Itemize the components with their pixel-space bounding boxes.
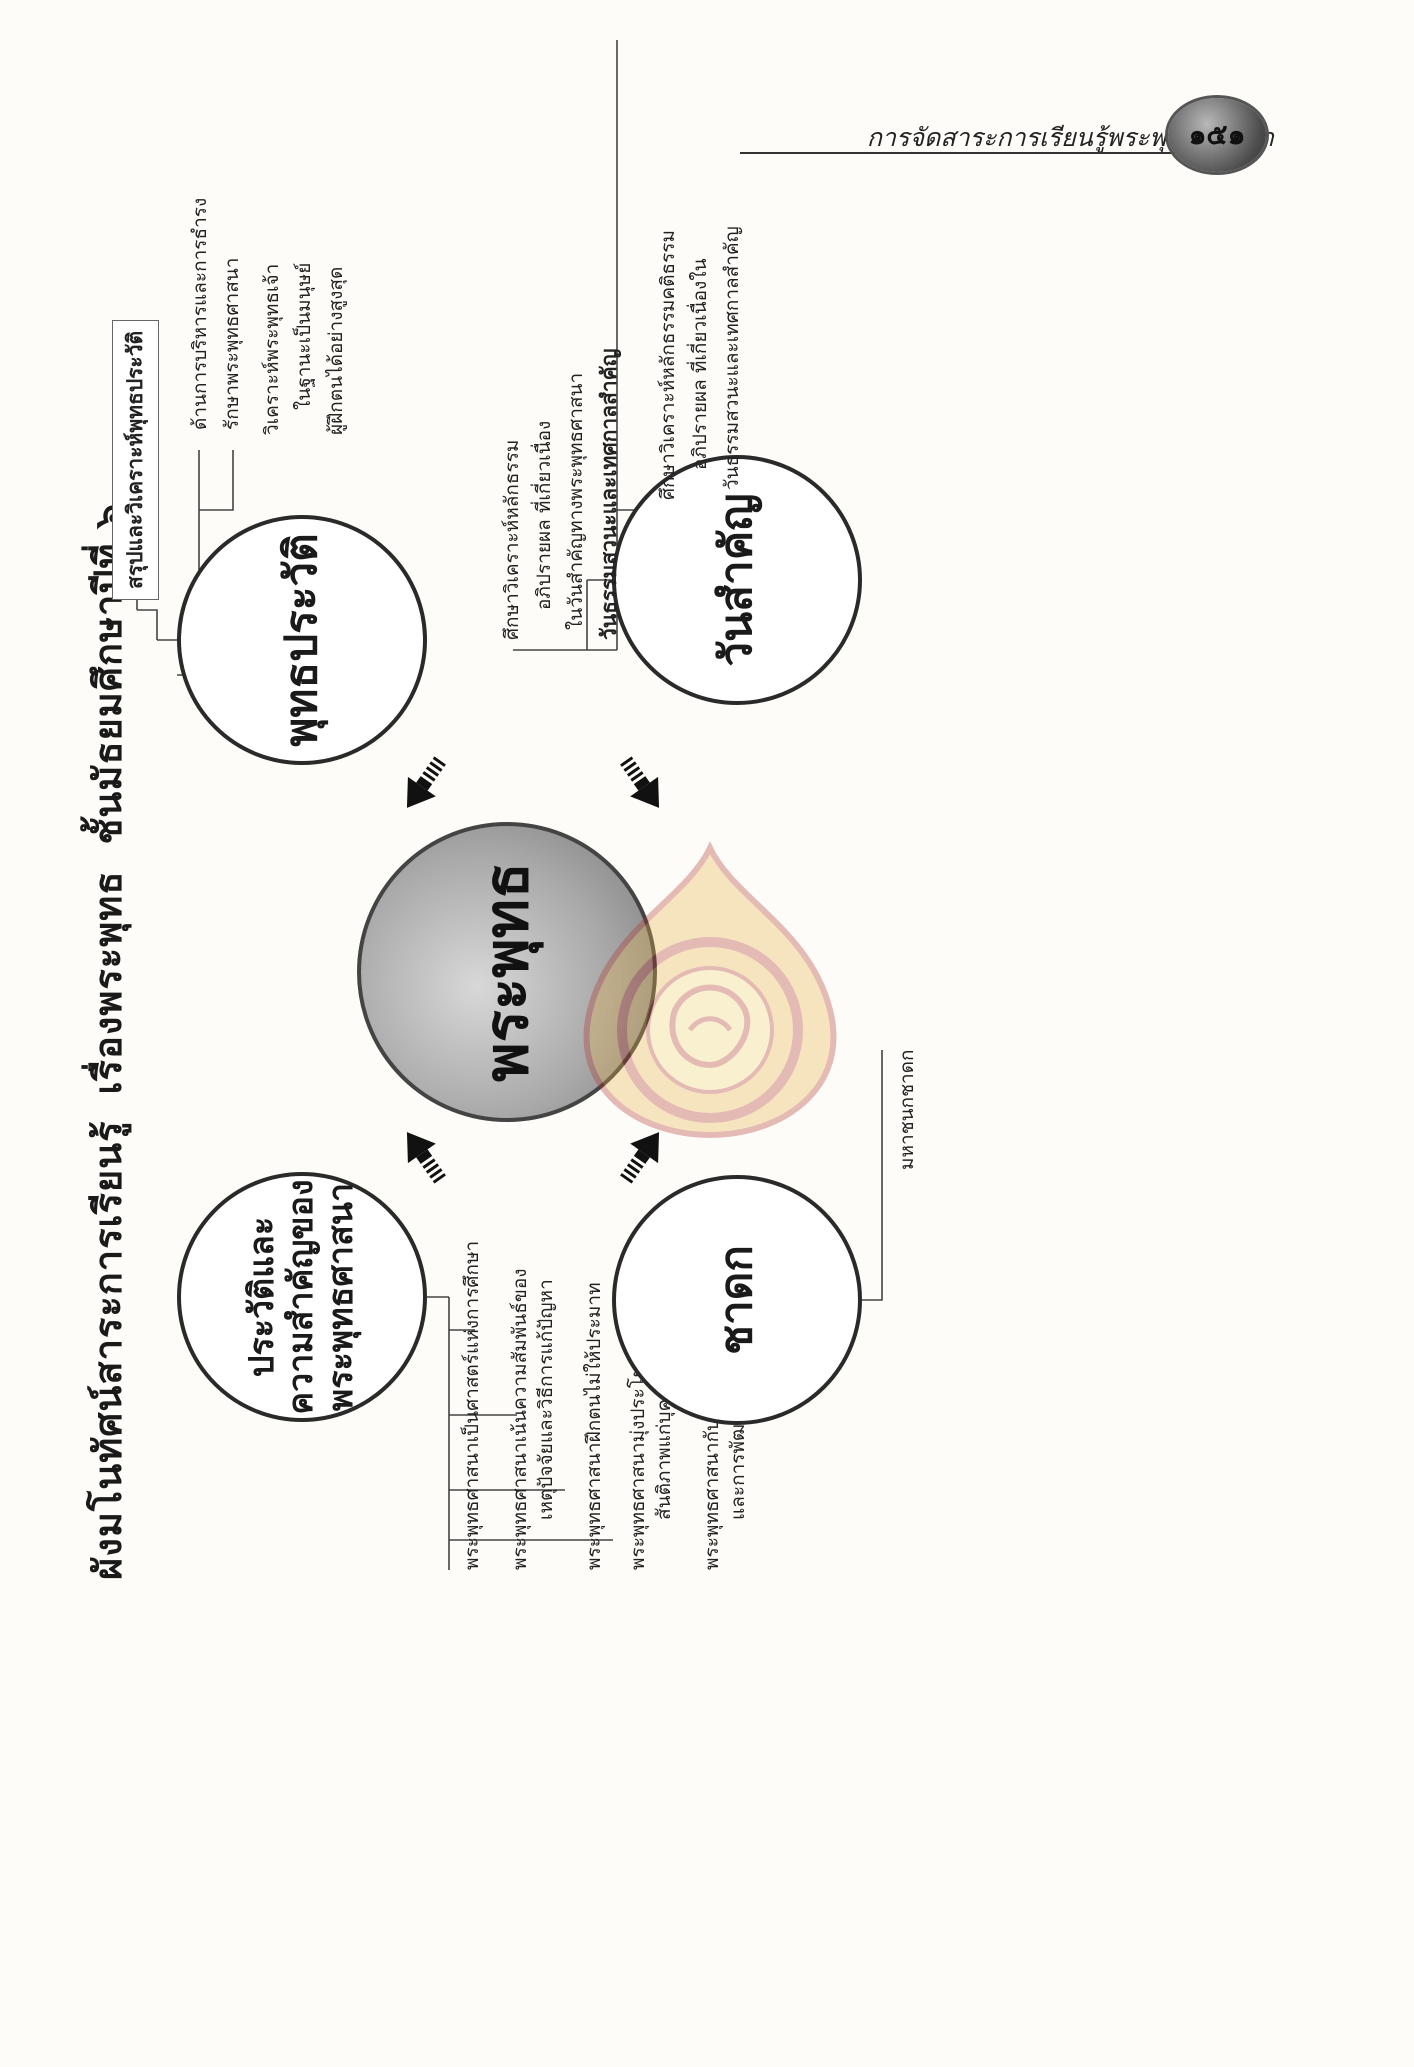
arrow-biography-to-center (389, 748, 458, 821)
biography-item-2: วิเคราะห์พระพุทธเจ้า (261, 263, 283, 435)
days-item-1: ศึกษาวิเคราะห์หลักธรรม (501, 439, 523, 640)
page-number-badge: ๑๕๑ (1168, 98, 1266, 172)
title-part-2: เรื่องพระพุทธ (85, 870, 130, 1095)
arrow-history-to-center (389, 1118, 458, 1191)
biography-label: พุทธประวัติ (275, 533, 327, 747)
center-topic-bubble: พระพุทธ (357, 822, 657, 1122)
days-item-1-cont2: ในวันสำคัญทางพระพุทธศาสนา (565, 372, 587, 630)
header-rule (740, 152, 1250, 154)
concept-map: ผังมโนทัศน์สาระการเรียนรู้ เรื่องพระพุทธช… (57, 40, 1057, 1690)
days-subheading: วันธรรมสวนะและเทศกาลสำคัญ (596, 348, 621, 640)
page-header: การจัดสาระการเรียนรู้พระพุทธศาสนา ๑๕๑ (0, 0, 1414, 190)
days-sub-item-1-cont: อภิปรายผล ที่เกี่ยวเนื่องใน (689, 258, 711, 470)
biography-item-1-cont: รักษาพระพุทธศาสนา (221, 257, 243, 430)
biography-item-2-cont2: ผู้ฝึกตนได้อย่างสูงสุด (325, 266, 347, 435)
biography-topic-bubble: พุทธประวัติ (177, 515, 427, 765)
biography-item-1: ด้านการบริหารและการธำรง (189, 197, 211, 430)
biography-summary-box: สรุปและวิเคราะห์พุทธประวัติ (112, 319, 159, 600)
arrow-days-to-center (609, 748, 678, 821)
important-days-label: วันสำคัญ (710, 493, 762, 667)
history-label-line-3: พระพุทธศาสนา (320, 1182, 361, 1412)
arrow-jataka-to-center (609, 1118, 678, 1191)
biography-item-2-cont: ในฐานะเป็นมนุษย์ (293, 262, 315, 410)
center-topic-label: พระพุทธ (471, 862, 542, 1082)
history-label-line-1: ประวัติและ (242, 1216, 283, 1378)
title-part-1: ผังมโนทัศน์สาระการเรียนรู้ (85, 1120, 130, 1580)
jataka-item-1: มหาชนกชาดก (896, 1049, 918, 1170)
jataka-topic-bubble: ชาดก (612, 1175, 862, 1425)
important-days-topic-bubble: วันสำคัญ (612, 455, 862, 705)
history-topic-bubble: ประวัติและ ความสำคัญของ พระพุทธศาสนา (177, 1172, 427, 1422)
days-item-1-cont: อภิปรายผล ที่เกี่ยวเนื่อง (533, 420, 555, 610)
history-item-2-cont: เหตุปัจจัยและวิธีการแก้ปัญหา (535, 1279, 557, 1520)
history-item-3: พระพุทธศาสนาฝึกตนไม่ให้ประมาท (583, 1282, 605, 1570)
jataka-label: ชาดก (710, 1245, 762, 1355)
days-sub-item-1: ศึกษาวิเคราะห์หลักธรรมคติธรรม (657, 229, 679, 500)
history-item-1: พระพุทธศาสนาเป็นศาสตร์แห่งการศึกษา (461, 1240, 483, 1570)
history-label-line-2: ความสำคัญของ (281, 1179, 322, 1415)
days-sub-item-1-cont2: วันธรรมสวนะและเทศกาลสำคัญ (721, 226, 743, 490)
